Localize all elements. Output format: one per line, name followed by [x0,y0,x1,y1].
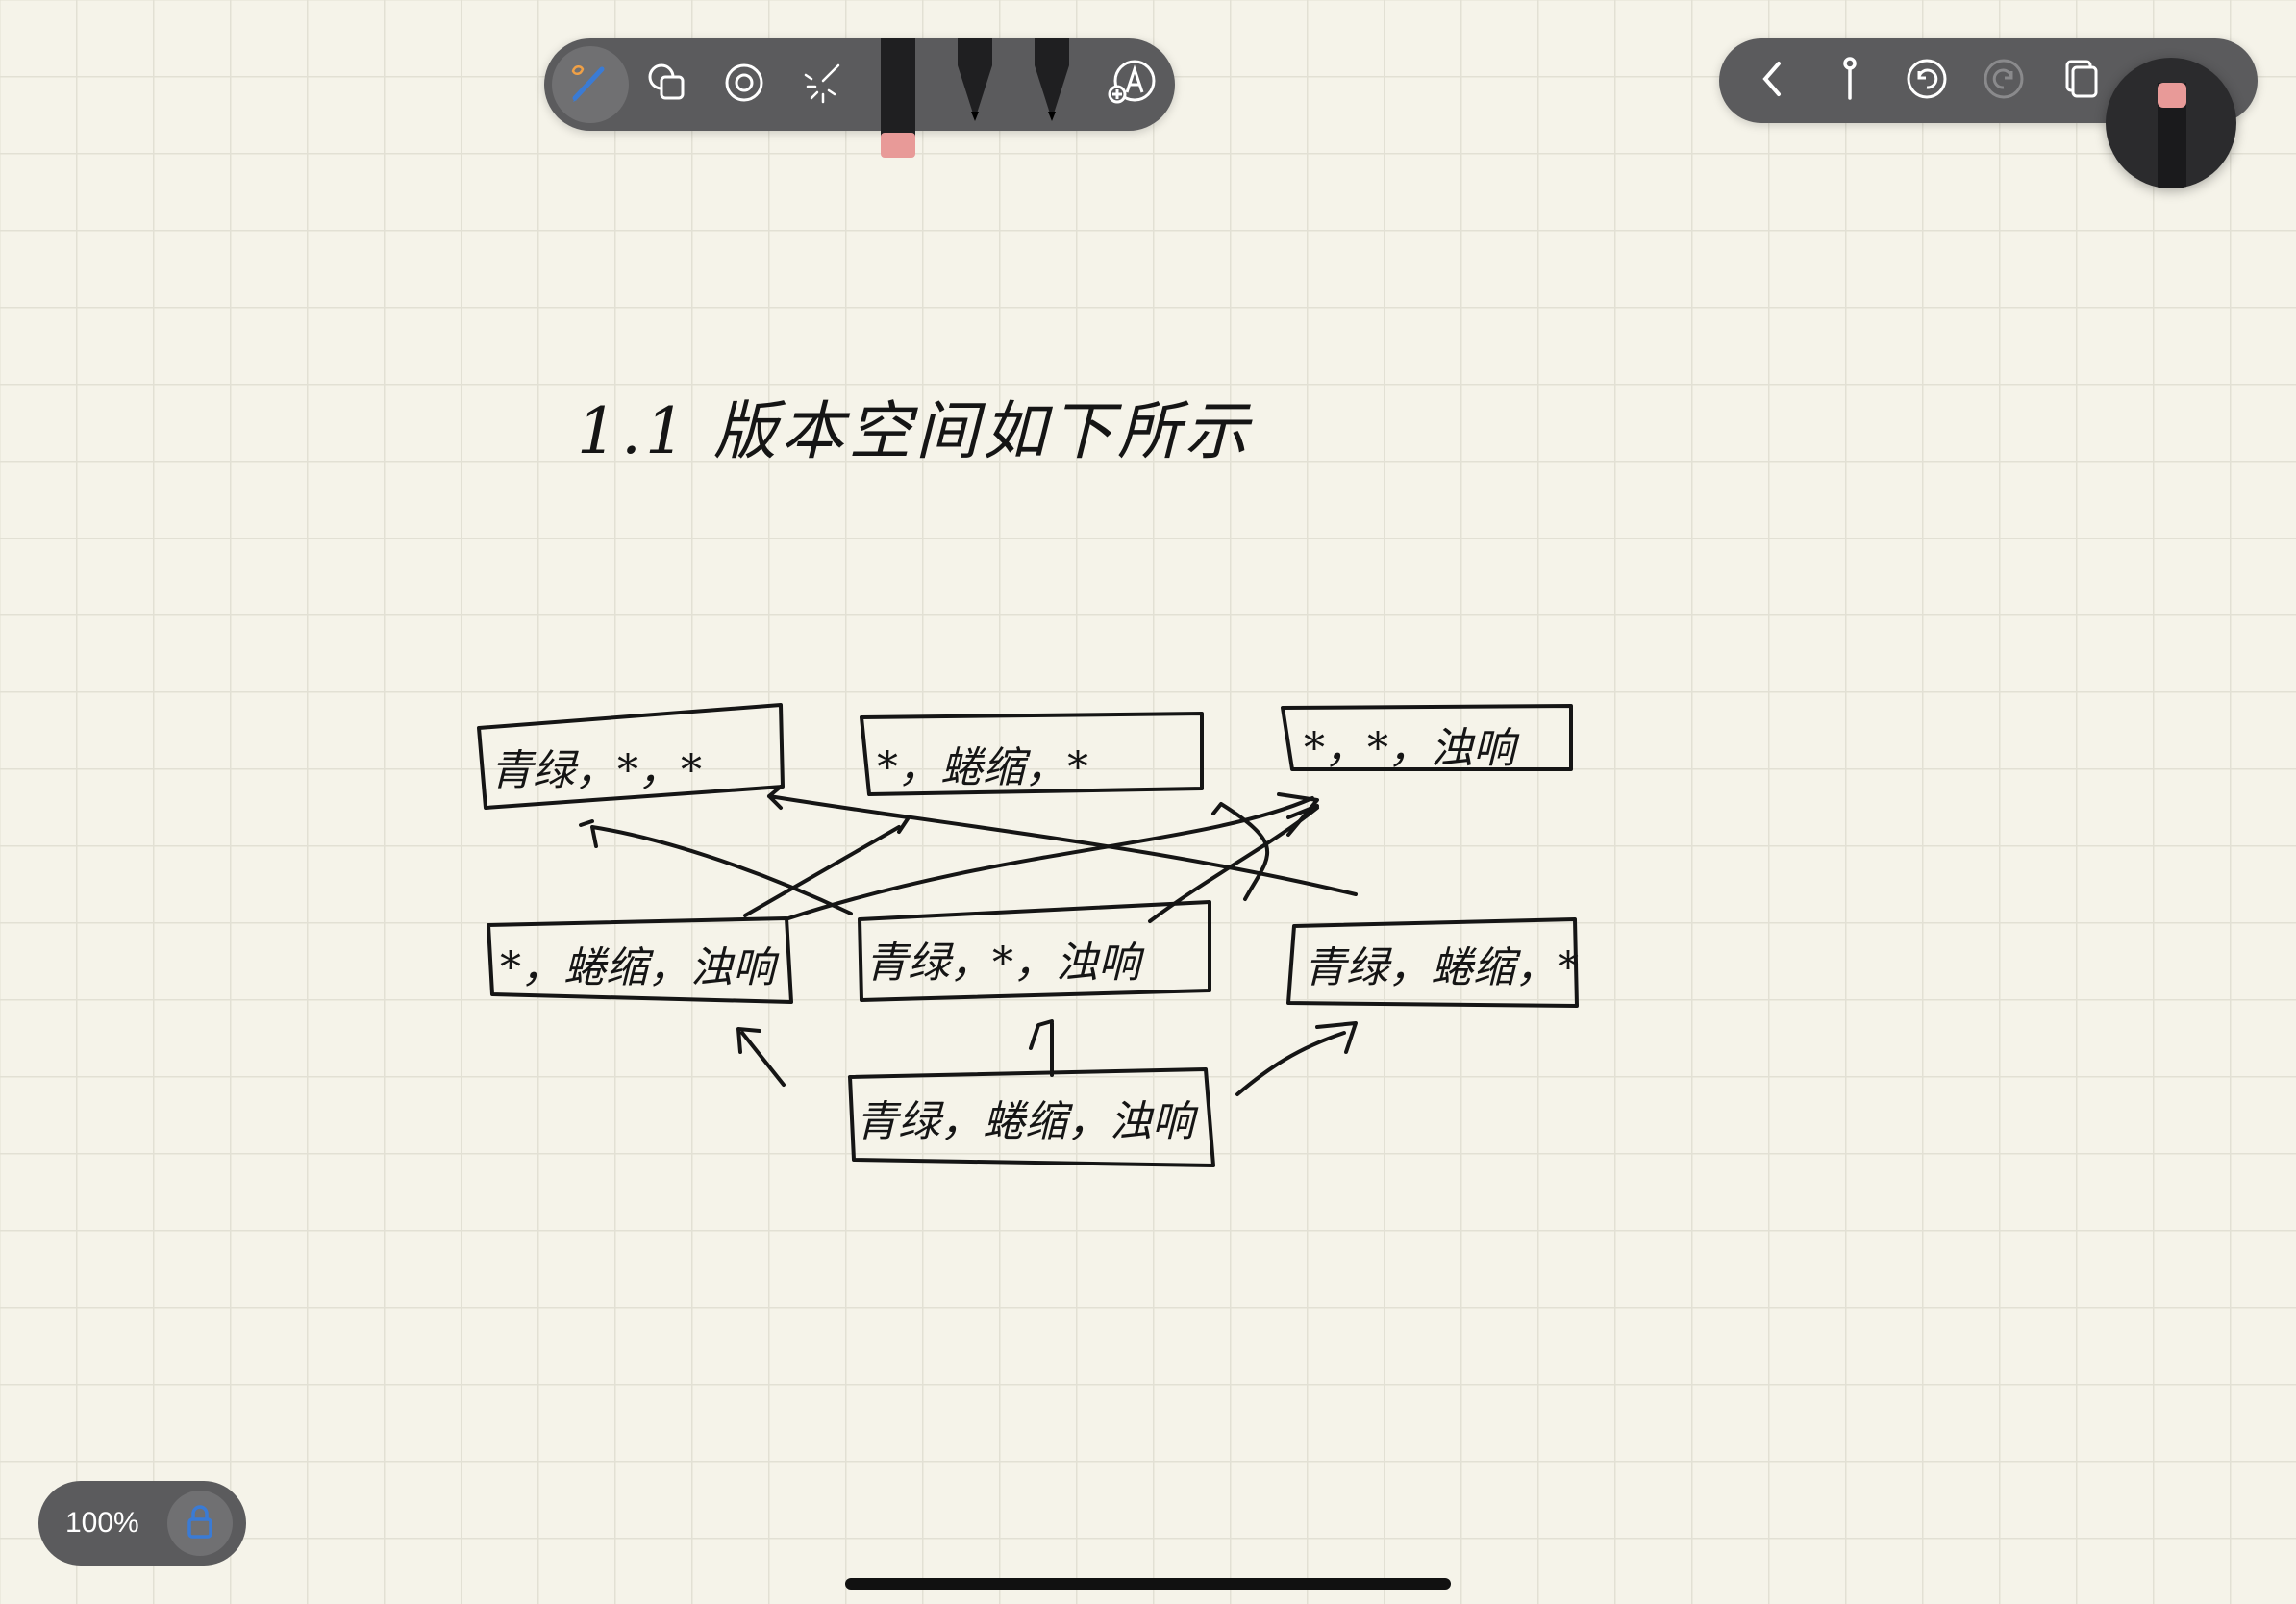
eraser-icon [2106,83,2236,188]
box-top-3-outline [1281,704,1573,771]
laser-pointer-tool-button[interactable] [783,46,860,123]
lasso-icon [719,58,769,113]
add-tool-button[interactable] [1092,46,1169,123]
lock-icon [183,1502,217,1545]
box-label-top-2: *，蜷缩，* [877,743,1088,792]
arrow-mid3-to-top2 [1211,802,1270,901]
redo-button[interactable] [1965,42,2042,119]
box-mid-2-outline [858,900,1211,1002]
zoom-level-label: 100% [65,1507,139,1539]
arrow-mid2-to-top1 [767,785,1358,896]
arrow-bottom-to-mid1 [736,1027,786,1087]
pen-icon [565,58,615,113]
box-label-top-3: *，*，浊响 [1304,724,1515,773]
pen-tool-button[interactable] [552,46,629,123]
box-label-top-1: 青绿，*，* [490,746,702,795]
box-label-mid-1: *，蜷缩，浊响 [500,943,775,992]
page-heading: 1.1 版本空间如下所示 [577,394,1252,468]
eraser-slot[interactable] [877,38,919,164]
shapes-icon [642,58,692,113]
back-button[interactable] [1734,42,1811,119]
arrow-bottom-to-mid2 [1029,1019,1054,1077]
arrow-mid1-to-top1 [579,819,853,915]
add-pen-icon [1102,54,1160,116]
box-mid-1-outline [487,916,793,1004]
pages-icon [2058,56,2104,107]
black-pen-slot-1[interactable] [954,38,996,130]
pages-button[interactable] [2042,42,2119,119]
arrow-bottom-to-mid3 [1235,1021,1358,1096]
zoom-control[interactable]: 100% [38,1481,246,1566]
box-label-bottom: 青绿，蜷缩，浊响 [856,1097,1194,1146]
shapes-tool-button[interactable] [629,46,706,123]
box-top-2-outline [860,712,1204,796]
pin-button[interactable] [1811,42,1888,119]
pen-tip-icon [954,38,996,129]
arrow-mid1-to-top2 [743,812,911,917]
undo-button[interactable] [1888,42,1965,119]
box-mid-3-outline [1286,917,1579,1008]
lock-button[interactable] [167,1491,233,1556]
lasso-tool-button[interactable] [706,46,783,123]
home-indicator[interactable] [845,1578,1451,1590]
back-icon [1752,58,1794,105]
laser-pointer-icon [796,58,846,113]
pin-icon [1829,54,1871,109]
redo-icon [1981,56,2027,107]
current-tool-indicator[interactable] [2106,58,2236,188]
tools-toolbar [544,38,1175,158]
undo-icon [1904,56,1950,107]
box-label-mid-2: 青绿，*，浊响 [865,939,1140,988]
eraser-icon [877,38,919,163]
box-label-mid-3: 青绿，蜷缩，* [1304,943,1579,992]
box-bottom-outline [848,1067,1215,1167]
pen-tip-icon [1031,38,1073,129]
black-pen-slot-2[interactable] [1031,38,1073,130]
arrow-mid3-to-top3 [1148,804,1319,923]
